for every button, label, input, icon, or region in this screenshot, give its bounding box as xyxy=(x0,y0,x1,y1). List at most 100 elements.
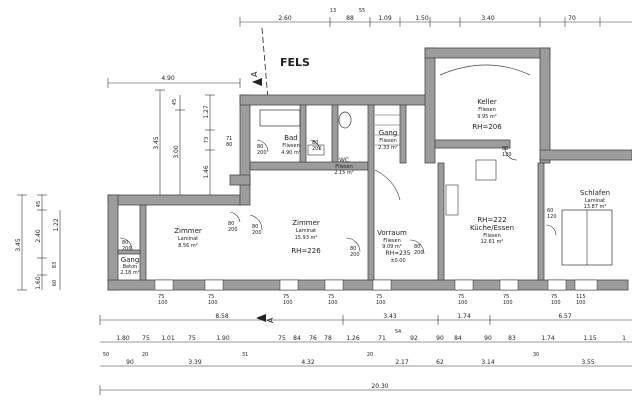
room-floor: Fliesen xyxy=(483,233,501,239)
dim-top-0: 2.60 xyxy=(278,15,292,22)
dim-row3-0: 50 xyxy=(103,352,109,358)
room-vorraum: Vorraum Fliesen 9.09 m² RH=235 ±0.00 xyxy=(377,229,411,264)
door-marks: 80 200 80 200 80 200 80 200 80 200 80 20… xyxy=(119,136,557,258)
sink-icon xyxy=(307,144,325,156)
room-level: ±0.00 xyxy=(390,258,405,264)
window-marks: 75 100 75 100 75 100 75 100 75 100 75 10… xyxy=(154,279,598,306)
door-mark-b: 200 xyxy=(350,252,360,258)
fixtures xyxy=(259,64,613,266)
room-floor: Laminat xyxy=(296,228,316,234)
dim-54: 54 xyxy=(395,329,401,335)
room-gang-top: Gang Fliesen 2.33 m² xyxy=(378,129,398,151)
door-mark-b: 200 xyxy=(228,227,238,233)
room-name: Küche/Essen xyxy=(470,224,514,232)
dim-row2-13: 84 xyxy=(454,335,462,342)
bottom-dimension-row-1: 8.58 3.43 1.74 6.57 54 xyxy=(99,313,632,335)
window-mark: 75 100 xyxy=(499,279,519,306)
dim-row1-3: 6.57 xyxy=(558,313,572,320)
dim-row2-2: 1.01 xyxy=(161,335,175,342)
door-mark-a: 80 xyxy=(257,144,263,150)
dim-row2-8: 78 xyxy=(324,335,332,342)
room-rh: RH=226 xyxy=(291,247,321,255)
room-floor: Fliesen xyxy=(282,143,300,149)
dim-row2-11: 92 xyxy=(410,335,418,342)
dim-row2-5: 75 xyxy=(278,335,286,342)
room-gang-left: Gang Beton 2.18 m² xyxy=(120,256,140,276)
dim-left-outer-6: 60 xyxy=(52,280,58,286)
window-mark-a: 75 xyxy=(458,294,464,300)
dim-row2-6: 84 xyxy=(293,335,301,342)
dim-left-outer-0: 3.45 xyxy=(15,238,22,252)
dim-row2-4: 1.90 xyxy=(216,335,230,342)
door-mark: 80 200 xyxy=(119,237,133,252)
dim-top-4: 1.50 xyxy=(415,15,429,22)
dim-left-outer-4: 1.22 xyxy=(53,218,60,232)
room-area: 8.56 m² xyxy=(178,243,198,249)
window-mark: 75 100 xyxy=(204,279,224,306)
dim-row2-10: 71 xyxy=(378,335,386,342)
dim-row3-7: 2.17 xyxy=(395,359,409,366)
room-name: WC xyxy=(339,157,349,164)
top-dimension-chain: 2.60 13 88 1.09 1.50 3.40 70 55 xyxy=(239,8,632,27)
bottom-dimension-total: 20.30 xyxy=(99,383,632,395)
room-name: Zimmer xyxy=(292,219,320,227)
room-area: 12.61 m² xyxy=(481,239,504,245)
room-floor: Laminat xyxy=(585,198,605,204)
dim-left-inner-0: 3.45 xyxy=(153,136,160,150)
door-mark: 71 80 xyxy=(226,136,232,148)
walls xyxy=(107,47,632,291)
room-name: Gang xyxy=(121,256,140,264)
bottom-dimension-row-2: 1.80 75 1.01 75 1.90 75 84 76 78 1.26 71… xyxy=(100,335,632,343)
room-name: Vorraum xyxy=(377,229,407,237)
dim-row2-17: 1.15 xyxy=(583,335,597,342)
dim-row2-9: 1.26 xyxy=(346,335,360,342)
window-mark: 75 100 xyxy=(279,279,299,306)
room-name: Zimmer xyxy=(174,227,202,235)
dim-row2-15: 83 xyxy=(508,335,516,342)
window-mark-b: 100 xyxy=(208,300,218,306)
door-mark-a: 60 xyxy=(547,208,553,214)
window-mark: 75 100 xyxy=(154,279,174,306)
room-zimmer-2: Zimmer Laminat 15.93 m² RH=226 xyxy=(291,219,321,255)
dim-left-inner-2: 3.00 xyxy=(173,145,180,159)
room-wc: WC Fliesen 2.15 m² xyxy=(334,157,354,176)
window-mark-a: 115 xyxy=(576,294,586,300)
window-mark-a: 75 xyxy=(158,294,164,300)
stove-icon xyxy=(475,159,497,181)
dim-row3-6: 20 xyxy=(367,352,373,358)
section-line: A A xyxy=(250,27,275,323)
room-bad: Bad Fliesen 4.90 m² xyxy=(281,134,301,156)
window-mark-a: 75 xyxy=(328,294,334,300)
door-mark-a: 80 xyxy=(350,246,356,252)
room-name: Gang xyxy=(379,129,398,137)
dim-row2-7: 76 xyxy=(309,335,317,342)
dim-row3-8: 62 xyxy=(436,359,444,366)
dim-left-outer-5: 1.60 xyxy=(35,276,42,290)
dim-row2-16: 1.74 xyxy=(541,335,555,342)
room-name: Schlafen xyxy=(580,189,610,197)
dim-row3-2: 20 xyxy=(142,352,148,358)
room-area: 15.93 m² xyxy=(295,235,318,241)
dim-row3-4: 31 xyxy=(242,352,248,358)
window-mark-a: 75 xyxy=(208,294,214,300)
room-floor: Fliesen xyxy=(383,238,401,244)
door-mark-b: 120 xyxy=(547,214,557,220)
door-mark-a: 80 xyxy=(312,140,318,146)
window-mark: 75 100 xyxy=(372,279,392,306)
window-mark-b: 100 xyxy=(283,300,293,306)
dim-row2-14: 90 xyxy=(484,335,492,342)
window-mark-a: 75 xyxy=(283,294,289,300)
door-mark: 80 200 xyxy=(345,237,361,258)
dim-row1-1: 3.43 xyxy=(383,313,397,320)
dim-left-inner-5: 1.46 xyxy=(203,165,210,179)
room-name: Bad xyxy=(284,134,298,142)
dim-row3-9: 3.14 xyxy=(481,359,495,366)
dim-row3-1: 90 xyxy=(126,359,134,366)
door-mark-a: 80 xyxy=(414,244,420,250)
dim-row2-3: 75 xyxy=(188,335,196,342)
door-mark-a: 80 xyxy=(122,240,128,246)
window-mark-b: 100 xyxy=(576,300,586,306)
dim-row3-10: 30 xyxy=(533,352,539,358)
section-mark-top: A xyxy=(250,71,259,77)
